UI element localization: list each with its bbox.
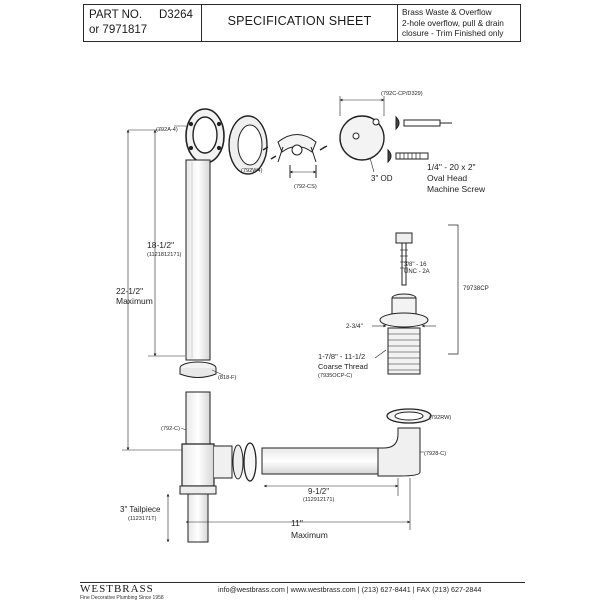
drain-shoe xyxy=(377,408,432,477)
overflow-gasket xyxy=(228,115,268,175)
label-screw-size: 1/4" - 20 x 2" xyxy=(427,162,476,172)
label-7935ocp: (7935OCP-C) xyxy=(318,373,352,379)
sheet-title: SPECIFICATION SHEET xyxy=(202,5,398,41)
overflow-faceplate xyxy=(339,115,385,161)
label-7928c: (7928-C) xyxy=(424,451,446,457)
machine-screws xyxy=(387,115,452,164)
label-792cs: (792-CS) xyxy=(294,184,317,190)
product-description: Brass Waste & Overflow 2-hole overflow, … xyxy=(402,7,504,38)
header-box: PART NO. D3264 or 7971817 SPECIFICATION S… xyxy=(83,4,521,42)
label-792cp: (792C-CP/D329) xyxy=(381,91,423,97)
label-thread-38-b: UNC - 2A xyxy=(404,269,430,275)
part-number-cell: PART NO. D3264 or 7971817 xyxy=(84,5,202,41)
waste-tee xyxy=(179,391,257,543)
label-792a4: (792A-4) xyxy=(156,127,178,133)
overflow-pipe xyxy=(185,159,211,361)
contact-info: info@westbrass.com | www.westbrass.com |… xyxy=(218,585,482,594)
part-no-label: PART NO. xyxy=(89,9,143,21)
drain-strainer xyxy=(379,232,429,375)
label-3od: 3" OD xyxy=(371,174,393,183)
label-coarse-a: 1-7/8" - 11-1/2 xyxy=(318,352,365,361)
overflow-elbow xyxy=(185,108,225,164)
brand-tagline: Fine Decorative Plumbing Since 1958 xyxy=(80,595,164,601)
label-dim-9: 9-1/2" xyxy=(308,487,329,496)
label-dim-22: 22-1/2" xyxy=(116,286,143,296)
footer: WESTBRASS Fine Decorative Plumbing Since… xyxy=(80,582,525,601)
alt-part-number: or 7971817 xyxy=(89,24,148,36)
slip-nut xyxy=(179,361,217,378)
label-79738cp: 79738CP xyxy=(463,285,489,292)
label-tailpiece: 3" Tailpiece xyxy=(120,505,161,514)
label-792w4: (792W4) xyxy=(241,168,263,174)
label-dim-9-code: (112912171) xyxy=(303,497,334,503)
overflow-bracket xyxy=(262,134,328,163)
label-dim-22-sub: Maximum xyxy=(116,296,153,306)
part-no-value: D3264 xyxy=(159,9,193,21)
label-tailpiece-code: (1123171T) xyxy=(128,516,157,522)
horizontal-waste-pipe xyxy=(261,447,379,475)
label-818f: (818-F) xyxy=(218,375,236,381)
label-792rw: (792RW) xyxy=(429,415,451,421)
brand-logo: WESTBRASS xyxy=(80,583,154,595)
label-dim-2-34: 2-3/4" xyxy=(346,323,363,330)
label-dim-11-sub: Maximum xyxy=(291,530,328,540)
label-792c: (792-C) xyxy=(161,426,180,432)
label-thread-38-a: 3/8" - 16 xyxy=(404,262,427,268)
label-dim-18-code: (1121812171) xyxy=(147,252,182,258)
label-dim-18: 18-1/2" xyxy=(147,240,174,250)
label-screw-line2: Machine Screw xyxy=(427,184,486,194)
label-dim-11: 11" xyxy=(291,518,303,528)
label-coarse-b: Coarse Thread xyxy=(318,362,368,371)
label-screw-line1: Oval Head xyxy=(427,173,467,183)
